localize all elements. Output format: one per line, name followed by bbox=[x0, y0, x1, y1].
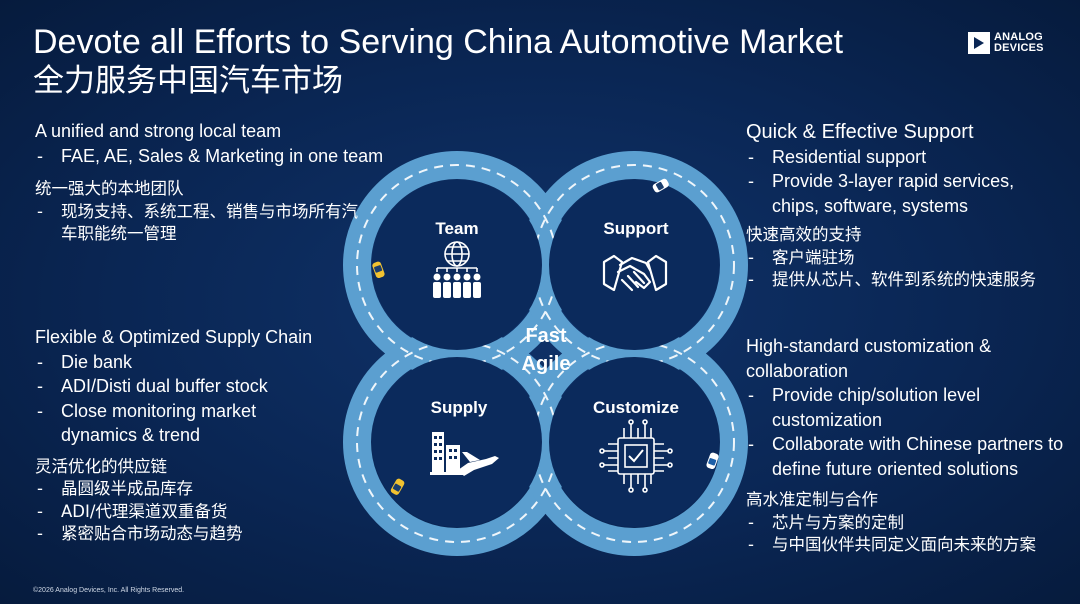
customization-heading: High-standard customization & collaborat… bbox=[746, 336, 992, 381]
list-item: Provide 3-layer rapid services, chips, s… bbox=[746, 169, 1056, 218]
page-title-chinese: 全力服务中国汽车市场 bbox=[33, 63, 343, 99]
inner-discs bbox=[372, 180, 719, 527]
team-bullets-chinese: 现场支持、系统工程、销售与市场所有汽车职能统一管理 bbox=[35, 201, 365, 246]
team-icon bbox=[436, 241, 478, 272]
support-heading: Quick & Effective Support bbox=[746, 121, 974, 143]
handshake-icon bbox=[602, 254, 668, 292]
list-item: 提供从芯片、软件到系统的快速服务 bbox=[746, 269, 1066, 292]
list-item: ADI/Disti dual buffer stock bbox=[35, 374, 325, 399]
list-item: 紧密贴合市场动态与趋势 bbox=[35, 523, 355, 546]
label-customize: Customize bbox=[593, 398, 679, 417]
car-icon-yellow-left bbox=[372, 261, 385, 279]
team-section: A unified and strong local team FAE, AE,… bbox=[35, 119, 385, 246]
supply-bullets-chinese: 晶圆级半成品库存 ADI/代理渠道双重备货 紧密贴合市场动态与趋势 bbox=[35, 478, 355, 546]
list-item: Residential support bbox=[746, 145, 1056, 170]
supply-bullets: Die bank ADI/Disti dual buffer stock Clo… bbox=[35, 350, 325, 448]
supply-chain-section: Flexible & Optimized Supply Chain Die ba… bbox=[35, 325, 355, 546]
support-bullets-chinese: 客户端驻场 提供从芯片、软件到系统的快速服务 bbox=[746, 247, 1066, 292]
list-item: Provide chip/solution level customizatio… bbox=[746, 383, 1022, 432]
list-item: 与中国伙伴共同定义面向未来的方案 bbox=[746, 534, 1071, 557]
list-item: 现场支持、系统工程、销售与市场所有汽车职能统一管理 bbox=[35, 201, 365, 246]
page-title: Devote all Efforts to Serving China Auto… bbox=[33, 23, 844, 61]
list-item: 客户端驻场 bbox=[746, 247, 1066, 270]
supply-heading: Flexible & Optimized Supply Chain bbox=[35, 327, 313, 347]
customization-bullets: Provide chip/solution level customizatio… bbox=[746, 383, 1071, 481]
chip-icon bbox=[599, 419, 673, 493]
customization-section: High-standard customization & collaborat… bbox=[746, 334, 1071, 557]
list-item: 芯片与方案的定制 bbox=[746, 512, 1071, 535]
logo-wordmark: ANALOG DEVICES bbox=[994, 31, 1044, 54]
copyright-footer: ©2026 Analog Devices, Inc. All Rights Re… bbox=[33, 587, 185, 594]
supply-heading-chinese: 灵活优化的供应链 bbox=[35, 456, 167, 476]
list-item: FAE, AE, Sales & Marketing in one team bbox=[35, 144, 385, 169]
list-item: 晶圆级半成品库存 bbox=[35, 478, 355, 501]
team-heading-chinese: 统一强大的本地团队 bbox=[35, 179, 184, 198]
team-heading: A unified and strong local team bbox=[35, 121, 282, 141]
list-item: Die bank bbox=[35, 350, 325, 375]
logo-triangle-icon bbox=[968, 32, 990, 54]
buildings-plane-icon bbox=[430, 432, 499, 476]
customization-bullets-chinese: 芯片与方案的定制 与中国伙伴共同定义面向未来的方案 bbox=[746, 512, 1071, 557]
support-section: Quick & Effective Support Residential su… bbox=[746, 120, 1066, 292]
list-item: Close monitoring market dynamics & trend bbox=[35, 399, 325, 448]
car-icon-yellow-bottom bbox=[390, 478, 405, 495]
label-supply: Supply bbox=[431, 398, 488, 417]
label-team: Team bbox=[435, 219, 478, 238]
people-icon bbox=[433, 273, 481, 298]
support-bullets: Residential support Provide 3-layer rapi… bbox=[746, 145, 1056, 219]
label-support: Support bbox=[603, 219, 668, 238]
support-heading-chinese: 快速高效的支持 bbox=[746, 225, 862, 244]
center-label-fast: Fast bbox=[525, 325, 566, 347]
analog-devices-logo: ANALOG DEVICES bbox=[968, 32, 1044, 54]
car-icon-blue-right bbox=[706, 452, 719, 470]
car-icon-white-top bbox=[652, 178, 669, 193]
customization-heading-chinese: 高水准定制与合作 bbox=[746, 490, 878, 509]
team-bullets: FAE, AE, Sales & Marketing in one team bbox=[35, 144, 385, 169]
list-item: ADI/代理渠道双重备货 bbox=[35, 501, 355, 524]
list-item: Collaborate with Chinese partners to def… bbox=[746, 432, 1071, 481]
center-label-agile: Agile bbox=[522, 353, 571, 375]
